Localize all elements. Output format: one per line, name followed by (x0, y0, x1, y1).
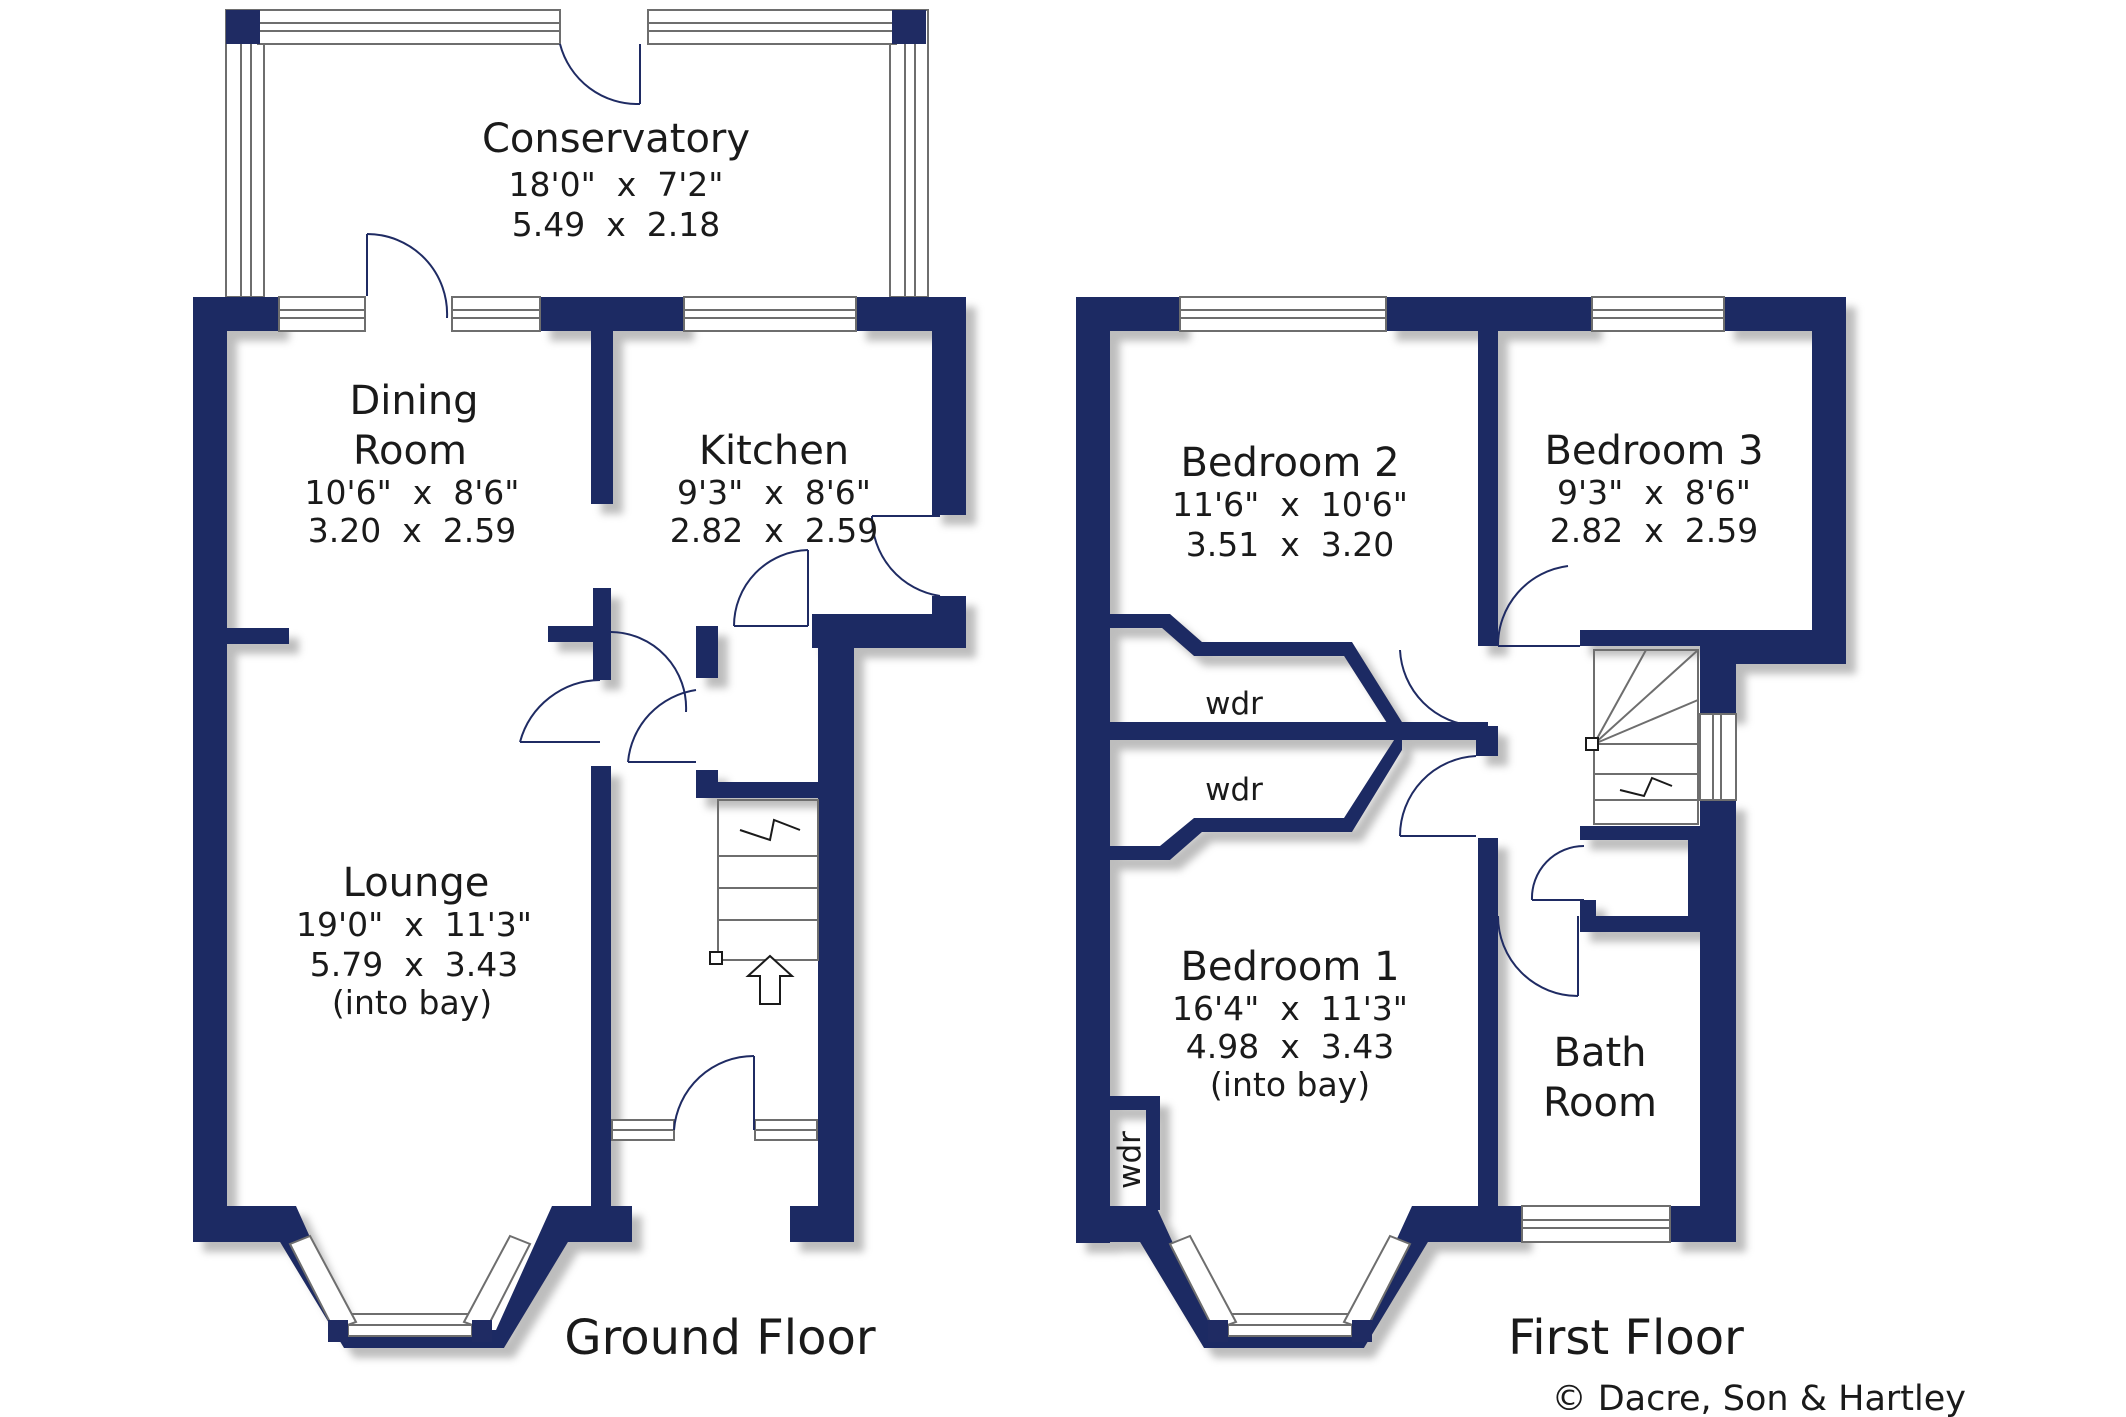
copyright-notice: © Dacre, Son & Hartley (1552, 1379, 1966, 1417)
bedroom2-imperial: 11'6" x 10'6" (1172, 485, 1408, 524)
first-floor-doors (1398, 565, 1585, 997)
bedroom3-name: Bedroom 3 (1544, 428, 1763, 474)
conservatory-frame (225, 9, 929, 298)
lounge-name: Lounge (343, 860, 490, 906)
ground-floor-doors (366, 43, 941, 1131)
ground-floor-labels: Conservatory 18'0" x 7'2" 5.49 x 2.18 Di… (296, 116, 878, 1366)
ground-floor-title: Ground Floor (564, 1310, 875, 1366)
ground-floor-walls (193, 297, 966, 1348)
lounge-note: (into bay) (332, 983, 492, 1022)
conservatory-imperial: 18'0" x 7'2" (509, 165, 724, 204)
first-floor-walls (1076, 297, 1846, 1348)
bedroom2-name: Bedroom 2 (1180, 440, 1399, 486)
lounge-imperial: 19'0" x 11'3" (296, 905, 532, 944)
wardrobe-lower-label: wdr (1205, 772, 1263, 808)
conservatory-metric: 5.49 x 2.18 (512, 205, 720, 244)
bedroom1-name: Bedroom 1 (1180, 944, 1399, 990)
first-floor-labels: Bedroom 2 11'6" x 10'6" 3.51 x 3.20 Bedr… (1112, 428, 1764, 1366)
bedroom2-metric: 3.51 x 3.20 (1186, 525, 1394, 564)
kitchen-metric: 2.82 x 2.59 (670, 511, 878, 550)
first-floor-windows (1168, 296, 1737, 1337)
ground-floor-windows (278, 296, 857, 1337)
dining-name-line1: Dining (349, 378, 478, 424)
first-floor-plan (1076, 296, 1846, 1348)
bedroom1-imperial: 16'4" x 11'3" (1172, 989, 1408, 1028)
dining-imperial: 10'6" x 8'6" (305, 473, 520, 512)
bathroom-name-line1: Bath (1554, 1030, 1647, 1076)
bedroom1-metric: 4.98 x 3.43 (1186, 1027, 1394, 1066)
bedroom1-note: (into bay) (1210, 1065, 1370, 1104)
conservatory-name: Conservatory (482, 116, 750, 162)
kitchen-name: Kitchen (699, 428, 849, 474)
kitchen-imperial: 9'3" x 8'6" (677, 473, 871, 512)
bedroom3-metric: 2.82 x 2.59 (1550, 511, 1758, 550)
wardrobe-bed1-label: wdr (1112, 1131, 1148, 1189)
first-floor-stairs (1585, 649, 1699, 825)
dining-name-line2: Room (353, 428, 467, 474)
ground-floor-plan (193, 9, 966, 1348)
wardrobe-upper-label: wdr (1205, 686, 1263, 722)
first-floor-title: First Floor (1508, 1310, 1744, 1366)
bathroom-name-line2: Room (1543, 1080, 1657, 1126)
bedroom3-imperial: 9'3" x 8'6" (1557, 473, 1751, 512)
dining-metric: 3.20 x 2.59 (308, 511, 516, 550)
ground-floor-stairs (709, 799, 819, 1005)
lounge-metric: 5.79 x 3.43 (310, 945, 518, 984)
